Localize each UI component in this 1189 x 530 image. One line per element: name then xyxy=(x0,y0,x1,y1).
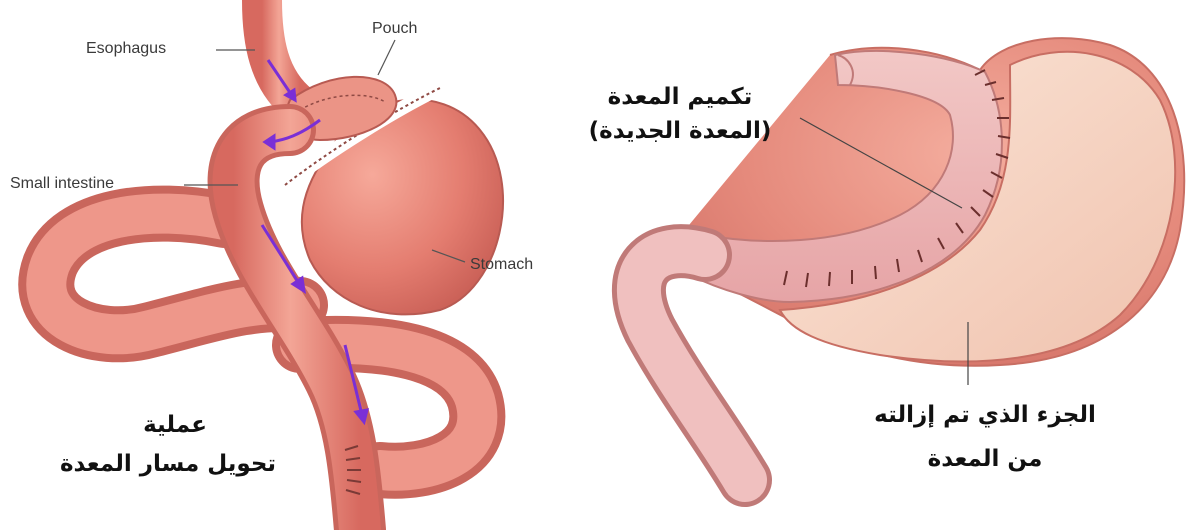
stomach-label: Stomach xyxy=(470,256,533,274)
esophagus-label: Esophagus xyxy=(86,40,166,58)
new-stomach-label-line2: (المعدة الجديدة) xyxy=(555,114,805,148)
bypass-caption-line1: عملية xyxy=(115,408,235,442)
removed-part-label-line2: من المعدة xyxy=(885,442,1085,476)
removed-part-label-line1: الجزء الذي تم إزالته xyxy=(825,398,1145,432)
bypass-caption-line2: تحويل مسار المعدة xyxy=(28,447,308,481)
small-intestine-label: Small intestine xyxy=(10,175,114,193)
new-stomach-label-line1: تكميم المعدة xyxy=(560,80,800,114)
pouch-label: Pouch xyxy=(372,20,417,38)
